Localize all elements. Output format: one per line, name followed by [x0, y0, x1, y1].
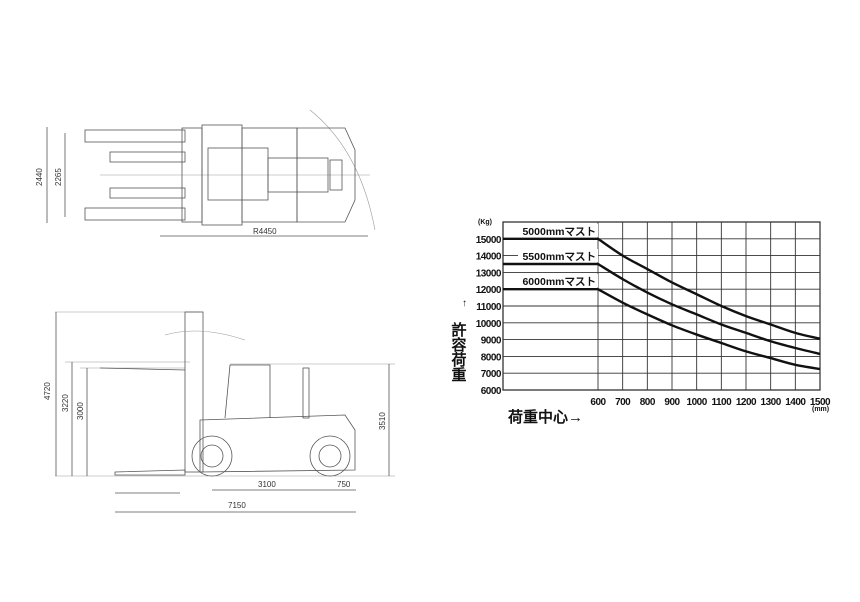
- dim-max-height: 4720: [43, 382, 52, 400]
- chart-grid: [502, 221, 821, 391]
- x-tick-label: 700: [615, 397, 631, 408]
- dim-lift-height-a: 3220: [61, 394, 70, 412]
- y-tick-label: 6000: [481, 386, 502, 397]
- dim-overhead-guard: 3510: [378, 412, 387, 430]
- y-tick-label: 13000: [476, 268, 502, 279]
- y-unit: (Kg): [478, 219, 492, 226]
- series-line: [503, 237, 821, 340]
- dim-overall-length: 7150: [228, 501, 246, 510]
- x-tick-label: 1200: [736, 397, 757, 408]
- series-label-bg: [518, 274, 598, 288]
- x-tick-label: 1400: [785, 397, 806, 408]
- x-tick-label: 900: [664, 397, 680, 408]
- x-tick-label: 800: [640, 397, 656, 408]
- series-line: [503, 262, 821, 356]
- series-label-bg: [518, 249, 598, 262]
- x-axis-label: 荷重中心→: [508, 408, 583, 426]
- dim-fork-span: 2265: [54, 168, 63, 186]
- series-label: 5500mmマスト: [522, 251, 596, 263]
- load-chart: 5000mmマスト 5500mmマスト 6000mmマスト 15000 14000 13…: [450, 219, 832, 426]
- dim-overall-width: 2440: [35, 168, 44, 186]
- y-axis-arrow: ↑: [462, 298, 467, 309]
- x-tick-label: 1000: [687, 397, 708, 408]
- dim-lift-height-b: 3000: [76, 402, 85, 420]
- chart-series: 5000mmマスト 5500mmマスト 6000mmマスト: [503, 223, 821, 371]
- x-tick-label: 600: [590, 397, 606, 408]
- x-tick-label: 1300: [761, 397, 782, 408]
- y-axis-label: 許容荷重: [450, 321, 468, 382]
- x-tick-label: 1500: [810, 397, 831, 408]
- y-tick-label: 7000: [481, 369, 502, 380]
- forklift-top-view: 2440 2265 R4450: [35, 109, 376, 237]
- series-label-bg: [518, 223, 598, 237]
- dim-turning-radius: R4450: [253, 227, 277, 236]
- y-tick-label: 10000: [476, 319, 502, 330]
- series-line: [503, 288, 821, 371]
- forklift-side-view: 4720 3220 3000 3510 3100 750 7150: [43, 311, 395, 513]
- dim-wheelbase: 3100: [258, 480, 276, 489]
- y-tick-label: 8000: [481, 352, 502, 363]
- y-tick-labels: 15000 14000 13000 12000 11000 10000 9000 8000 70…: [476, 235, 503, 397]
- y-tick-label: 11000: [476, 302, 502, 313]
- y-tick-label: 12000: [476, 285, 502, 296]
- x-unit: (mm): [812, 406, 829, 413]
- series-label: 6000mmマスト: [522, 276, 596, 288]
- y-tick-label: 9000: [481, 336, 502, 347]
- y-tick-label: 14000: [476, 252, 502, 263]
- dim-rear-overhang: 750: [337, 480, 351, 489]
- y-tick-label: 15000: [476, 235, 502, 246]
- x-tick-label: 1100: [711, 397, 732, 408]
- series-label: 5000mmマスト: [522, 226, 596, 238]
